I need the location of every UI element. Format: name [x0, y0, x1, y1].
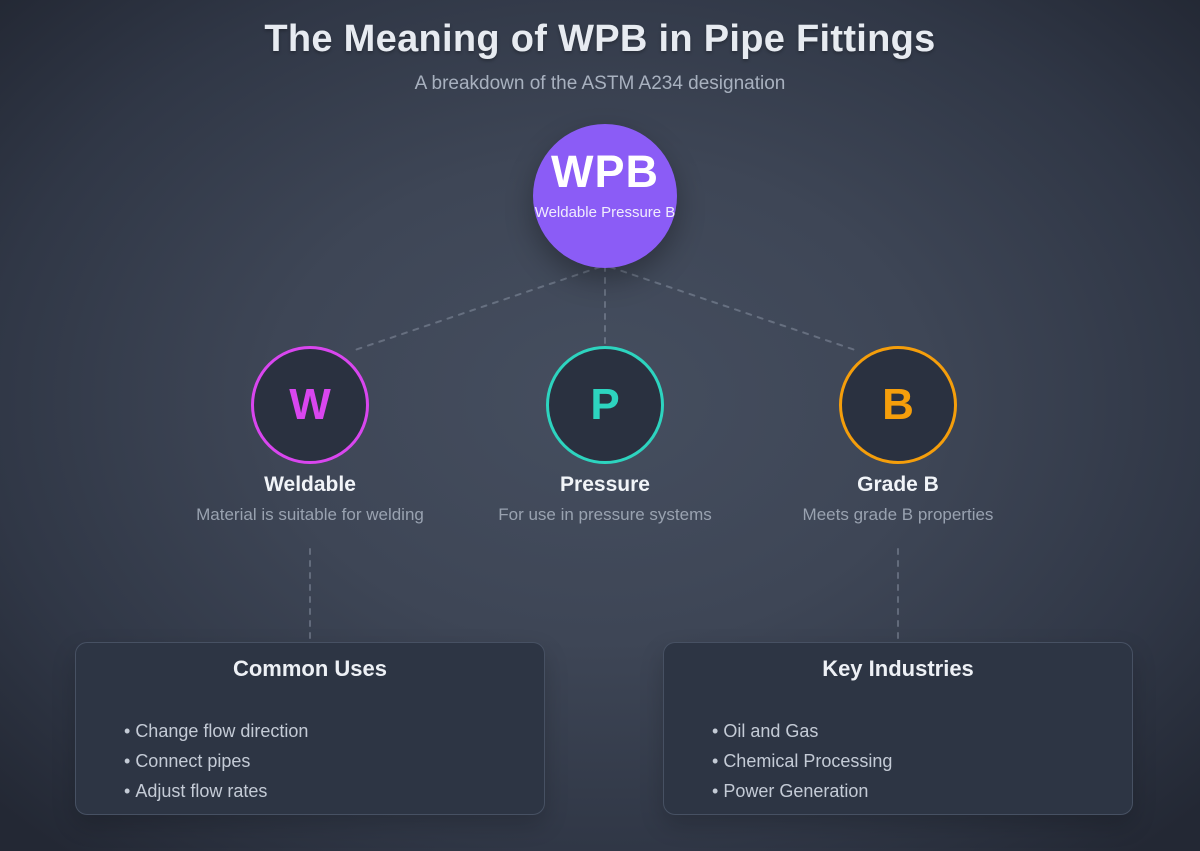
card-key-industries-title: Key Industries	[822, 656, 974, 681]
node-grade-b-name: Grade B	[857, 473, 939, 496]
node-weldable-circle: W	[251, 346, 369, 464]
node-grade-b: B Grade B Meets grade B properties	[708, 346, 1088, 525]
list-item: Adjust flow rates	[124, 776, 544, 806]
card-key-industries: Key Industries Oil and Gas Chemical Proc…	[663, 642, 1133, 815]
page-title: The Meaning of WPB in Pipe Fittings	[264, 18, 936, 60]
root-node-label: Weldable Pressure B	[534, 204, 676, 221]
node-weldable: W Weldable Material is suitable for weld…	[120, 346, 500, 525]
node-grade-b-description: Meets grade B properties	[802, 505, 994, 524]
card-common-uses: Common Uses Change flow direction Connec…	[75, 642, 545, 815]
node-weldable-description: Material is suitable for welding	[196, 505, 424, 524]
node-grade-b-circle: B	[839, 346, 957, 464]
node-pressure-circle: P	[546, 346, 664, 464]
node-pressure-description: For use in pressure systems	[498, 505, 712, 524]
connector-root-to-b	[609, 266, 859, 352]
root-node-acronym: WPB	[551, 146, 659, 197]
node-pressure: P Pressure For use in pressure systems	[415, 346, 795, 525]
root-node-wpb: WPB Weldable Pressure B	[533, 124, 677, 268]
node-weldable-letter: W	[289, 380, 331, 429]
card-common-uses-title: Common Uses	[232, 656, 388, 681]
list-item: Oil and Gas	[712, 716, 1132, 746]
node-weldable-name: Weldable	[264, 473, 356, 496]
card-key-industries-list: Oil and Gas Chemical Processing Power Ge…	[712, 716, 1132, 806]
list-item: Change flow direction	[124, 716, 544, 746]
page-subtitle: A breakdown of the ASTM A234 designation	[414, 73, 786, 94]
list-item: Connect pipes	[124, 746, 544, 776]
node-pressure-letter: P	[590, 380, 620, 429]
node-pressure-name: Pressure	[560, 473, 650, 496]
list-item: Chemical Processing	[712, 746, 1132, 776]
card-common-uses-list: Change flow direction Connect pipes Adju…	[124, 716, 544, 806]
list-item: Power Generation	[712, 776, 1132, 806]
node-grade-b-letter: B	[882, 380, 914, 429]
header: The Meaning of WPB in Pipe Fittings A br…	[0, 16, 1200, 95]
connector-root-to-w	[351, 266, 601, 352]
